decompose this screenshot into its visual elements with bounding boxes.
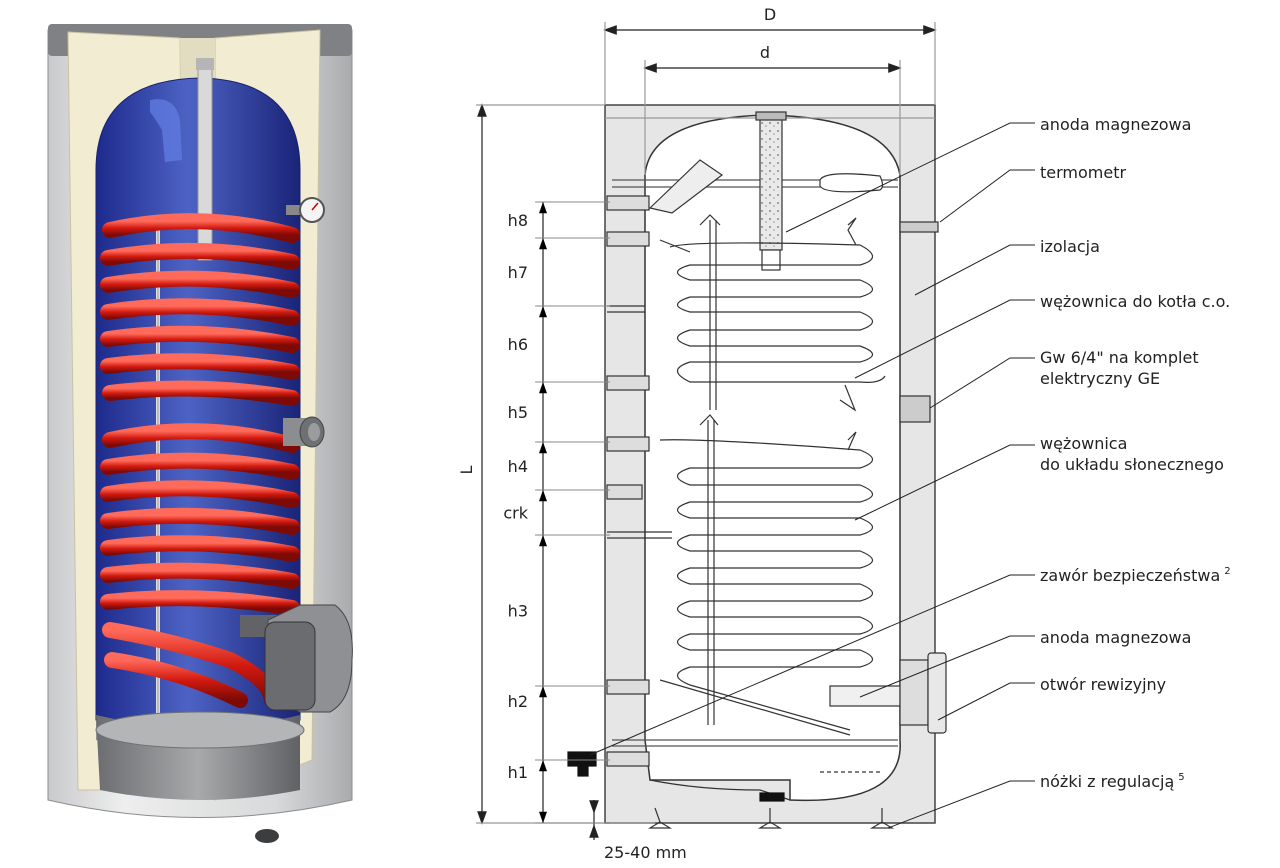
drawing-lower-coil (659, 414, 874, 736)
height-arrow-h4 (539, 442, 547, 454)
drawing-ports (606, 195, 672, 767)
height-labels: h8 h7 h6 h5 h4 crk h3 h2 h1 (503, 201, 610, 824)
lower-coil (100, 423, 300, 708)
height-label-h1: h1 (508, 763, 528, 782)
callout-leader-anode-top (785, 122, 1035, 233)
callout-leader-coil-boiler (854, 299, 1035, 379)
feet-clearance-arrow-bottom (589, 824, 599, 838)
drawing-upper-coil (659, 214, 886, 412)
inner-diameter-label: d (760, 43, 770, 62)
height-arrow-h3 (539, 535, 547, 547)
height-label-h4: h4 (508, 457, 528, 476)
callout-label-heater-port-line-0: Gw 6/4" na komplet (1040, 348, 1199, 367)
upper-coil (100, 213, 300, 406)
height-arrow-h6 (539, 306, 547, 318)
callout-leader-insulation (914, 244, 1035, 296)
callout-footnote-safety-valve: 2 (1224, 566, 1230, 577)
height-arrow-bottom (539, 811, 547, 823)
height-label-h6: h6 (508, 335, 528, 354)
cutaway-illustration (47, 24, 353, 843)
callout-leader-feet (887, 780, 1035, 829)
height-label-h5: h5 (508, 403, 528, 422)
technical-drawing (567, 104, 947, 829)
drawing-feet (647, 807, 895, 829)
inner-diameter-arrow-left (643, 63, 657, 73)
callout-label-anode-top: anoda magnezowa (1040, 115, 1191, 134)
outer-diameter-arrow-right (923, 25, 937, 35)
length-label: L (457, 465, 476, 474)
heater-port-illustration (283, 416, 325, 448)
height-label-h7: h7 (508, 263, 528, 282)
height-label-h8: h8 (508, 211, 528, 230)
callout-label-heater-port-line-1: elektryczny GE (1040, 369, 1160, 388)
component-callouts: anoda magnezowa termometr izolacja wężownic… (589, 115, 1231, 829)
callout-leader-safety-valve (589, 574, 1035, 756)
height-arrow-h2 (539, 686, 547, 698)
callout-label-inspection: otwór rewizyjny (1040, 675, 1166, 694)
outer-diameter-label: D (764, 5, 776, 24)
height-label-h2: h2 (508, 692, 528, 711)
inner-diameter-arrow-right (888, 63, 902, 73)
callout-label-insulation: izolacja (1040, 237, 1100, 256)
outer-diameter-arrow-left (603, 25, 617, 35)
callout-leader-thermometer (939, 169, 1035, 223)
height-arrow-crk (539, 490, 547, 502)
callout-label-coil-solar-line-1: do układu słonecznego (1040, 455, 1224, 474)
thermometer-illustration (286, 197, 325, 223)
height-label-h3: h3 (508, 602, 528, 621)
callout-leader-coil-solar (854, 444, 1035, 521)
length-arrow-bottom (477, 811, 487, 825)
callout-leader-inspection (937, 682, 1035, 721)
feet-clearance-arrow-top (589, 800, 599, 814)
height-arrow-h1 (539, 760, 547, 772)
height-arrow-h8 (539, 202, 547, 214)
callout-label-thermometer: termometr (1040, 163, 1126, 182)
callout-label-anode-bottom: anoda magnezowa (1040, 628, 1191, 647)
feet-clearance-label: 25-40 mm (604, 843, 687, 862)
inspection-flange-illustration (240, 604, 353, 713)
length-arrow-top (477, 103, 487, 117)
callout-label-coil-boiler: wężownica do kotła c.o. (1040, 292, 1230, 311)
height-label-crk: crk (503, 504, 528, 523)
callout-label-coil-solar-line-0: wężownica (1040, 434, 1127, 453)
callout-leader-heater-port (929, 357, 1035, 409)
height-arrow-h5 (539, 382, 547, 394)
height-arrow-h7 (539, 238, 547, 250)
callout-footnote-feet: 5 (1178, 772, 1184, 783)
callout-leader-anode-bottom (859, 635, 1035, 698)
